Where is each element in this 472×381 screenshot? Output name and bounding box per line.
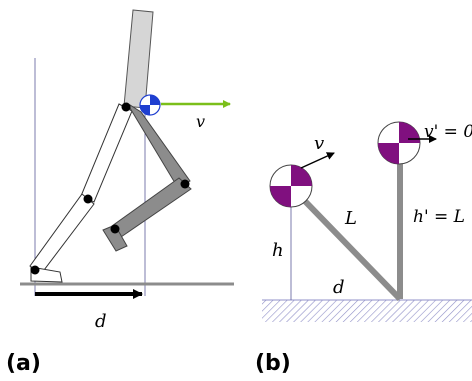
stance-thigh — [80, 103, 133, 203]
ground-hatch-b — [262, 300, 472, 322]
panel-label-a: (a) — [6, 351, 41, 376]
panel-a: v d — [20, 9, 234, 332]
ankle-joint-swing — [110, 224, 120, 234]
velocity-after-label: v' = 0 — [424, 122, 472, 142]
height-label: h — [272, 240, 284, 261]
swing-thigh — [126, 102, 191, 189]
velocity-label-b: v — [314, 133, 324, 154]
distance-label-b: d — [333, 277, 345, 298]
stance-shank — [29, 193, 95, 275]
height-after-label: h' = L — [413, 207, 465, 227]
hip-joint — [121, 102, 131, 112]
com-marker-a — [139, 94, 161, 116]
knee-joint-stance — [83, 194, 93, 204]
swing-shank — [111, 177, 192, 238]
swing-foot — [102, 224, 128, 252]
panel-label-b: (b) — [255, 351, 291, 376]
torso — [123, 9, 154, 109]
velocity-arrow-b — [300, 152, 335, 169]
velocity-label-a: v — [196, 112, 205, 131]
ankle-joint-stance — [30, 265, 40, 275]
distance-label-a: d — [95, 311, 107, 332]
leg-inclined — [297, 193, 403, 302]
com-marker-b-before — [269, 164, 313, 208]
knee-joint-swing — [180, 179, 190, 189]
panel-b: v v' = 0 L h h' = L d — [262, 121, 472, 322]
com-marker-b-after — [377, 121, 421, 165]
leg-length-label: L — [344, 208, 357, 229]
